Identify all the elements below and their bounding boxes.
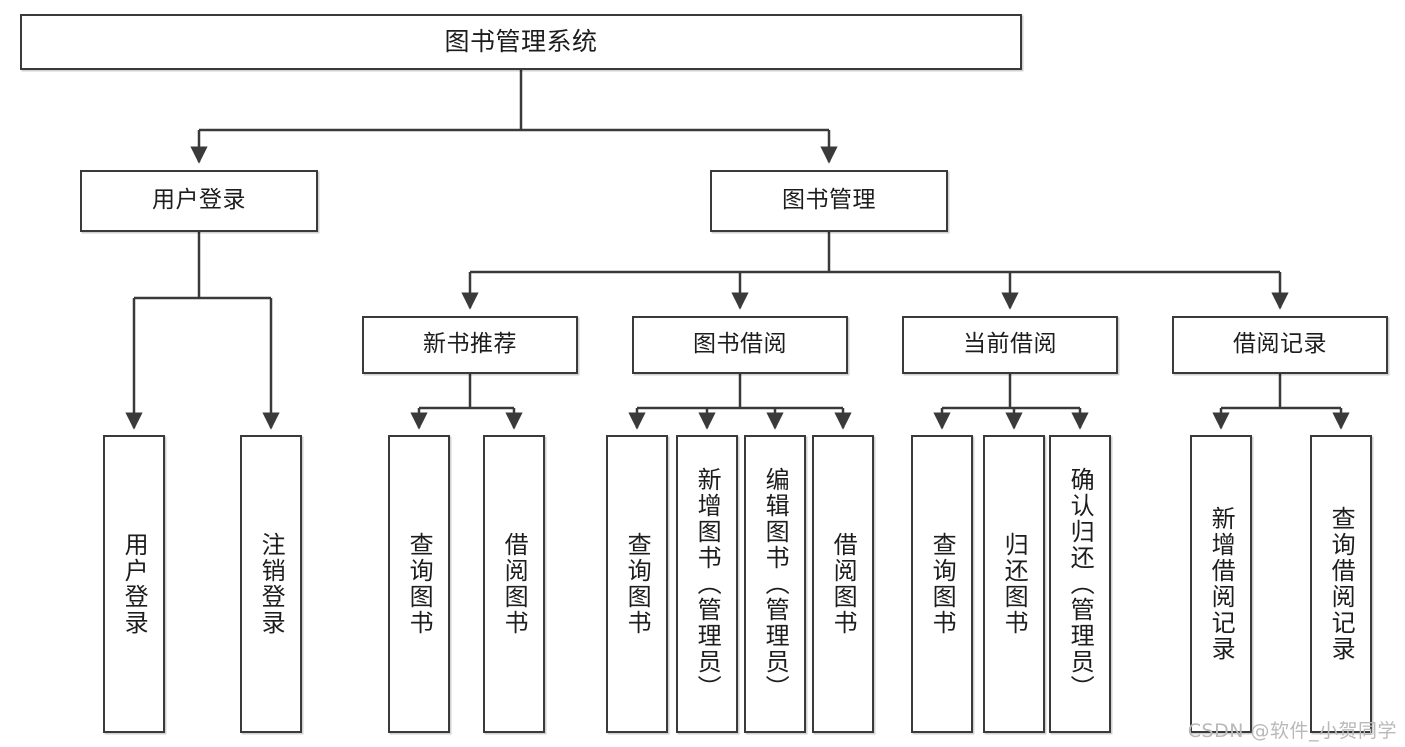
node-leaf-return-book[interactable]: 归还图书 — [983, 435, 1045, 733]
node-leaf-query-book-2-label: 查询图书 — [623, 532, 652, 636]
node-leaf-add-book[interactable]: 新增图书（管理员） — [676, 435, 738, 733]
watermark: CSDN @软件_小贺同学 — [1187, 720, 1397, 742]
node-leaf-query-record-label: 查询借阅记录 — [1327, 506, 1356, 662]
node-leaf-return-book-label: 归还图书 — [1000, 532, 1029, 636]
node-leaf-user-login-label: 用户登录 — [120, 532, 149, 636]
node-book-borrow[interactable]: 图书借阅 — [632, 316, 848, 374]
node-borrow-records-label: 借阅记录 — [1233, 331, 1327, 358]
node-new-book-recommend[interactable]: 新书推荐 — [362, 316, 578, 374]
node-leaf-query-book-1[interactable]: 查询图书 — [388, 435, 450, 733]
node-book-manage[interactable]: 图书管理 — [710, 170, 948, 232]
node-leaf-query-book-3[interactable]: 查询图书 — [911, 435, 973, 733]
node-leaf-user-login[interactable]: 用户登录 — [103, 435, 165, 733]
node-leaf-borrow-book-1-label: 借阅图书 — [500, 532, 529, 636]
node-leaf-add-book-label: 新增图书（管理员） — [693, 467, 722, 701]
node-new-book-recommend-label: 新书推荐 — [423, 331, 517, 358]
node-current-borrow-label: 当前借阅 — [963, 331, 1057, 358]
node-current-borrow[interactable]: 当前借阅 — [902, 316, 1118, 374]
node-book-manage-label: 图书管理 — [782, 187, 876, 214]
node-leaf-query-book-2[interactable]: 查询图书 — [606, 435, 668, 733]
node-root[interactable]: 图书管理系统 — [20, 14, 1022, 70]
node-leaf-add-record[interactable]: 新增借阅记录 — [1190, 435, 1252, 733]
node-user-login-label: 用户登录 — [152, 187, 246, 214]
node-borrow-records[interactable]: 借阅记录 — [1172, 316, 1388, 374]
node-leaf-query-book-3-label: 查询图书 — [928, 532, 957, 636]
node-leaf-edit-book[interactable]: 编辑图书（管理员） — [744, 435, 806, 733]
node-leaf-borrow-book-1[interactable]: 借阅图书 — [483, 435, 545, 733]
node-leaf-borrow-book-2[interactable]: 借阅图书 — [812, 435, 874, 733]
node-leaf-confirm-return-label: 确认归还（管理员） — [1066, 467, 1095, 701]
node-leaf-logout-label: 注销登录 — [257, 532, 286, 636]
node-leaf-add-record-label: 新增借阅记录 — [1207, 506, 1236, 662]
node-book-borrow-label: 图书借阅 — [693, 331, 787, 358]
node-user-login[interactable]: 用户登录 — [80, 170, 318, 232]
node-root-label: 图书管理系统 — [444, 27, 598, 57]
node-leaf-borrow-book-2-label: 借阅图书 — [829, 532, 858, 636]
node-leaf-query-record[interactable]: 查询借阅记录 — [1310, 435, 1372, 733]
node-leaf-logout[interactable]: 注销登录 — [240, 435, 302, 733]
node-leaf-edit-book-label: 编辑图书（管理员） — [761, 467, 790, 701]
node-leaf-query-book-1-label: 查询图书 — [405, 532, 434, 636]
node-leaf-confirm-return[interactable]: 确认归还（管理员） — [1049, 435, 1111, 733]
